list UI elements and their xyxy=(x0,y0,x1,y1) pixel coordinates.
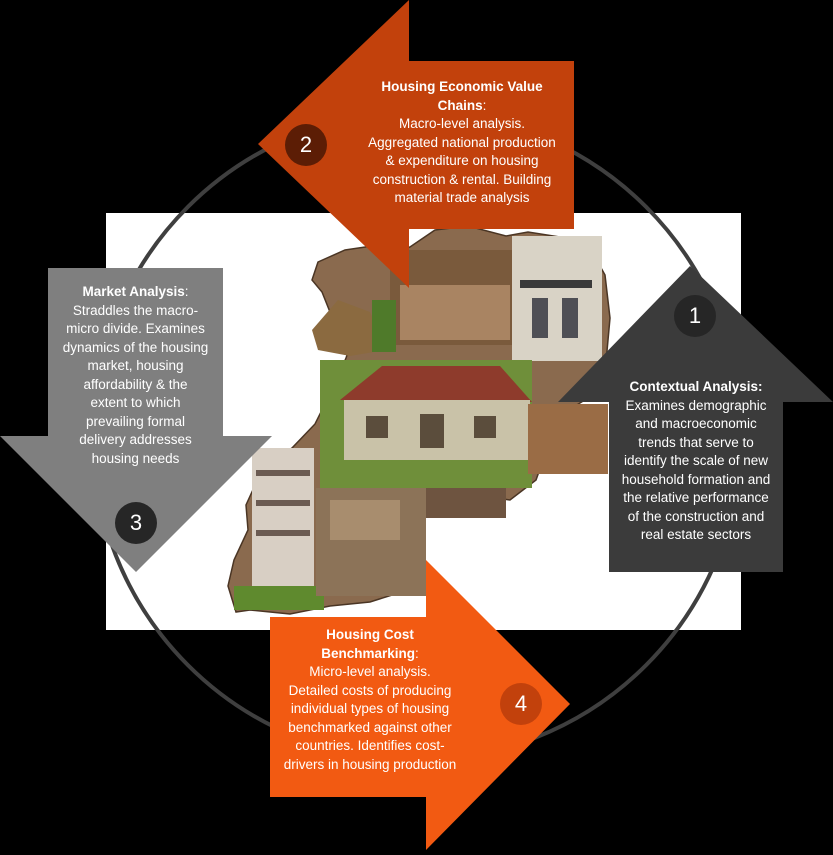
contextual-line: trends that serve to xyxy=(638,434,754,450)
arrow-contextual xyxy=(558,266,833,572)
value-chains-heading-line: Chains xyxy=(437,97,483,113)
value-chains-heading-colon: : xyxy=(482,97,487,113)
market-heading-colon: : xyxy=(184,284,189,299)
photo-apartment-block xyxy=(252,448,314,588)
contextual-line: household formation and xyxy=(621,471,771,487)
value-chains-line: Aggregated national production xyxy=(368,134,556,150)
photo-villa-window xyxy=(562,298,578,338)
benchmarking-line: Micro-level analysis. xyxy=(309,664,431,679)
badge-step-2: 2 xyxy=(285,124,327,166)
photo-apartment-balcony xyxy=(256,530,310,536)
arrow-benchmarking xyxy=(270,560,570,850)
benchmarking-heading-row: Benchmarking: xyxy=(270,645,470,664)
market-line: prevailing formal xyxy=(85,413,186,429)
market-line: micro divide. Examines xyxy=(66,321,205,336)
value-chains-text: Housing Economic Value Chains: Macro-lev… xyxy=(350,78,574,208)
arrow-market xyxy=(0,268,272,572)
badge-step-1: 1 xyxy=(674,295,716,337)
photo-bungalow-window xyxy=(474,416,496,438)
market-line: housing needs xyxy=(91,450,180,466)
photo-construction-wall xyxy=(330,500,400,540)
badge-step-4: 4 xyxy=(500,683,542,725)
contextual-line: and macroeconomic xyxy=(635,416,757,431)
contextual-line: real estate sectors xyxy=(640,527,752,542)
market-line: dynamics of the housing xyxy=(62,339,209,355)
benchmarking-line: individual types of housing xyxy=(290,701,450,716)
photo-apartment-balcony xyxy=(256,470,310,476)
benchmarking-line: drivers in housing production xyxy=(283,756,457,772)
benchmarking-line: Detailed costs of producing xyxy=(288,682,452,698)
market-line: extent to which xyxy=(90,395,181,410)
photo-timber xyxy=(426,488,506,518)
value-chains-line: material trade analysis xyxy=(394,190,530,205)
photo-planks xyxy=(400,285,510,340)
contextual-heading: Contextual Analysis: xyxy=(629,379,763,394)
photo-bungalow-roof xyxy=(340,366,532,402)
photo-bungalow-window xyxy=(366,416,388,438)
benchmarking-text: Housing Cost Benchmarking: Micro-level a… xyxy=(270,626,470,774)
benchmarking-line: benchmarked against other xyxy=(288,719,452,735)
photo-bungalow-window xyxy=(420,414,444,448)
badge-step-3: 3 xyxy=(115,502,157,544)
contextual-line: Examines demographic xyxy=(625,397,767,413)
contextual-text: Contextual Analysis: Examines demographi… xyxy=(609,378,783,545)
contextual-line: identify the scale of new xyxy=(623,453,769,468)
photo-greenery xyxy=(372,300,396,352)
contextual-line: of the construction and xyxy=(627,508,765,524)
photo-villa xyxy=(512,236,602,361)
market-line: market, housing xyxy=(87,358,184,373)
photo-quarry xyxy=(528,404,608,474)
market-text: Market Analysis: Straddles the macro- mi… xyxy=(48,283,223,468)
arrow-value-chains xyxy=(258,0,574,288)
market-heading-row: Market Analysis: xyxy=(48,283,223,302)
value-chains-line: & expenditure on housing xyxy=(385,153,539,168)
benchmarking-heading-line: Benchmarking xyxy=(321,645,415,661)
value-chains-heading-line: Housing Economic Value xyxy=(381,79,543,94)
uganda-map-collage xyxy=(227,225,611,615)
value-chains-heading-row: Chains: xyxy=(350,97,574,116)
benchmarking-heading-line: Housing Cost xyxy=(326,627,414,642)
photo-apartment-balcony xyxy=(256,500,310,506)
photo-thatched-hut xyxy=(312,300,386,356)
market-line: Straddles the macro- xyxy=(72,302,199,318)
benchmarking-line: countries. Identifies cost- xyxy=(295,738,445,753)
value-chains-line: construction & rental. Building xyxy=(372,171,552,187)
market-line: affordability & the xyxy=(83,376,188,392)
photo-villa-window xyxy=(532,298,548,338)
market-line: delivery addresses xyxy=(79,432,192,447)
value-chains-line: Macro-level analysis. xyxy=(398,116,526,131)
benchmarking-heading-colon: : xyxy=(415,645,419,661)
contextual-line: the relative performance xyxy=(623,490,769,505)
market-heading: Market Analysis xyxy=(82,284,185,299)
photo-lawn xyxy=(234,586,324,610)
photo-villa-balcony xyxy=(520,280,592,288)
